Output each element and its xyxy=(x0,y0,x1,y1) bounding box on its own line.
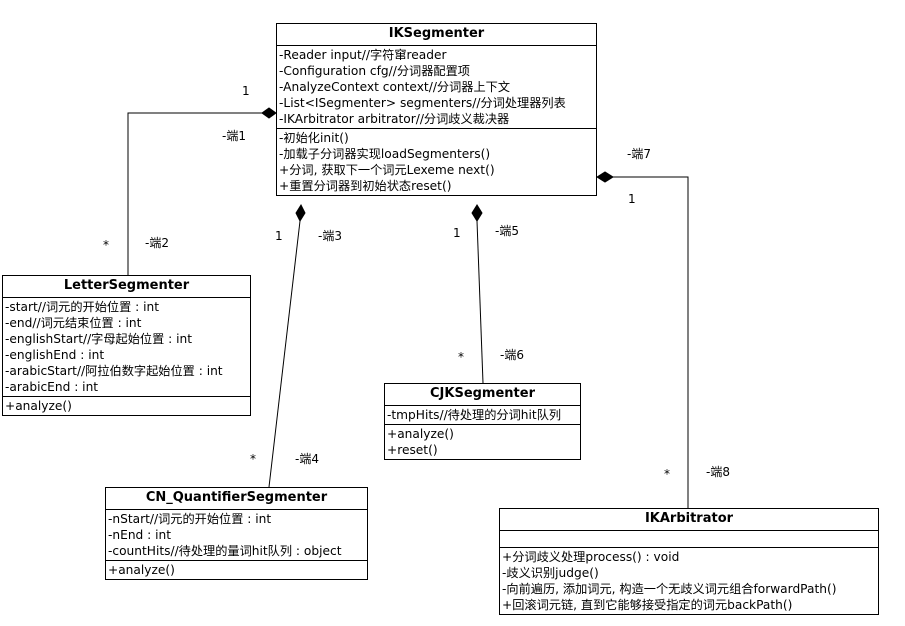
attributes-section: -tmpHits//待处理的分词hit队列 xyxy=(385,406,580,425)
operation: +分词歧义处理process() : void xyxy=(502,550,680,564)
class-letter-segmenter[interactable]: LetterSegmenter -start//词元的开始位置 : int -e… xyxy=(2,275,251,416)
operation: -向前遍历, 添加词元, 构造一个无歧义词元组合forwardPath() xyxy=(502,582,837,596)
attribute: -Configuration cfg//分词器配置项 xyxy=(279,64,470,78)
attribute: -nEnd : int xyxy=(108,528,172,542)
multiplicity-label: 1 xyxy=(242,84,250,98)
association-cjk-segmenter xyxy=(476,220,484,384)
class-name: LetterSegmenter xyxy=(3,276,250,298)
operations-section: +analyze() xyxy=(106,561,367,579)
attribute: -IKArbitrator arbitrator//分词歧义裁决器 xyxy=(279,112,510,126)
operation: -加载子分词器实现loadSegmenters() xyxy=(279,147,491,161)
operation: +分词, 获取下一个词元Lexeme next() xyxy=(279,163,495,177)
operation: +reset() xyxy=(387,443,438,457)
operation: -初始化init() xyxy=(279,131,349,145)
attribute: -englishEnd : int xyxy=(5,348,105,362)
operation: +analyze() xyxy=(108,563,175,577)
operations-section: +analyze() xyxy=(3,397,250,415)
association-ik-arbitrator xyxy=(613,176,689,508)
operations-section: -初始化init() -加载子分词器实现loadSegmenters() +分词… xyxy=(277,129,596,195)
attributes-section: -start//词元的开始位置 : int -end//词元结束位置 : int… xyxy=(3,298,250,397)
operation: -歧义识别judge() xyxy=(502,566,599,580)
multiplicity-label: * xyxy=(103,238,109,252)
attributes-section xyxy=(500,531,878,548)
operation: +analyze() xyxy=(5,399,72,413)
association-letter-segmenter xyxy=(127,112,262,275)
composition-diamond-2 xyxy=(295,203,306,223)
attribute: -start//词元的开始位置 : int xyxy=(5,300,160,314)
role-label: -端1 xyxy=(222,129,246,143)
multiplicity-label: * xyxy=(458,350,464,364)
role-label: -端6 xyxy=(500,348,524,362)
attributes-section: -Reader input//字符窜reader -Configuration … xyxy=(277,46,596,129)
role-label: -端4 xyxy=(295,452,319,466)
attribute: -tmpHits//待处理的分词hit队列 xyxy=(387,408,562,422)
attribute: -countHits//待处理的量词hit队列 : object xyxy=(108,544,342,558)
attribute: -end//词元结束位置 : int xyxy=(5,316,142,330)
class-name: CJKSegmenter xyxy=(385,384,580,406)
attribute: -arabicStart//阿拉伯数字起始位置 : int xyxy=(5,364,223,378)
multiplicity-label: 1 xyxy=(453,226,461,240)
role-label: -端8 xyxy=(706,465,730,479)
class-name: IKArbitrator xyxy=(500,509,878,531)
role-label: -端5 xyxy=(495,224,519,238)
operation: +回滚词元链, 直到它能够接受指定的词元backPath() xyxy=(502,598,793,612)
operation: +analyze() xyxy=(387,427,454,441)
attribute: -arabicEnd : int xyxy=(5,380,99,394)
class-cjk-segmenter[interactable]: CJKSegmenter -tmpHits//待处理的分词hit队列 +anal… xyxy=(384,383,581,460)
class-cn-quantifier-segmenter[interactable]: CN_QuantifierSegmenter -nStart//词元的开始位置 … xyxy=(105,487,368,580)
association-cn-quantifier-segmenter xyxy=(268,220,301,488)
attribute: -nStart//词元的开始位置 : int xyxy=(108,512,272,526)
attribute: -AnalyzeContext context//分词器上下文 xyxy=(279,80,511,94)
operation: +重置分词器到初始状态reset() xyxy=(279,179,452,193)
role-label: -端2 xyxy=(145,236,169,250)
multiplicity-label: * xyxy=(664,467,670,481)
class-ik-segmenter[interactable]: IKSegmenter -Reader input//字符窜reader -Co… xyxy=(276,23,597,196)
composition-diamond-4 xyxy=(596,171,614,183)
multiplicity-label: * xyxy=(250,452,256,466)
multiplicity-label: 1 xyxy=(275,229,283,243)
attribute: -englishStart//字母起始位置 : int xyxy=(5,332,193,346)
empty-attributes xyxy=(502,532,876,546)
attribute: -Reader input//字符窜reader xyxy=(279,48,447,62)
attributes-section: -nStart//词元的开始位置 : int -nEnd : int -coun… xyxy=(106,510,367,561)
role-label: -端3 xyxy=(318,229,342,243)
operations-section: +分词歧义处理process() : void -歧义识别judge() -向前… xyxy=(500,548,878,614)
class-name: IKSegmenter xyxy=(277,24,596,46)
class-ik-arbitrator[interactable]: IKArbitrator +分词歧义处理process() : void -歧义… xyxy=(499,508,879,615)
role-label: -端7 xyxy=(627,147,651,161)
operations-section: +analyze() +reset() xyxy=(385,425,580,459)
attribute: -List<ISegmenter> segmenters//分词处理器列表 xyxy=(279,96,566,110)
composition-diamond-1 xyxy=(261,107,277,119)
composition-diamond-3 xyxy=(471,204,483,222)
class-name: CN_QuantifierSegmenter xyxy=(106,488,367,510)
multiplicity-label: 1 xyxy=(628,192,636,206)
